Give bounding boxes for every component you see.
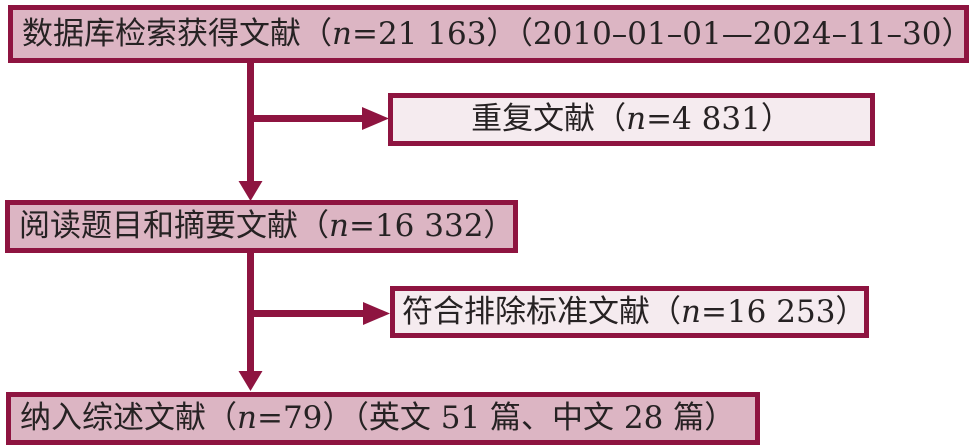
- box-duplicate-literature-text: 重复文献（: [471, 101, 627, 137]
- box-included-literature-text: 纳入综述文献（: [20, 400, 237, 436]
- box-database-search-label: 数据库检索获得文献（n=21 163）（2010–01–01—2024–11–3…: [22, 15, 973, 52]
- box-excluded-literature: 符合排除标准文献（n=16 253）: [390, 286, 869, 338]
- arrowhead-screening-to-included: [238, 371, 263, 391]
- box-title-abstract-screening-label: 阅读题目和摘要文献（n=16 332）: [19, 211, 514, 242]
- box-database-search: 数据库检索获得文献（n=21 163）（2010–01–01—2024–11–3…: [8, 5, 973, 63]
- box-included-literature: 纳入综述文献（n=79）（英文 51 篇、中文 28 篇）: [6, 392, 760, 445]
- box-included-literature-label: 纳入综述文献（n=79）（英文 51 篇、中文 28 篇）: [20, 403, 735, 434]
- n-variable: n: [681, 293, 701, 330]
- box-title-abstract-screening: 阅读题目和摘要文献（n=16 332）: [5, 200, 518, 253]
- box-title-abstract-screening-count: =16 332）: [348, 208, 515, 244]
- arrowhead-branch-excluded: [363, 302, 390, 325]
- n-variable: n: [332, 15, 352, 52]
- box-excluded-literature-label: 符合排除标准文献（n=16 253）: [402, 293, 867, 330]
- n-variable: n: [237, 400, 257, 436]
- box-duplicate-literature-count: =4 831）: [646, 101, 792, 137]
- n-variable: n: [329, 208, 349, 244]
- box-included-literature-count: =79）（英文 51 篇、中文 28 篇）: [256, 400, 736, 436]
- arrowhead-dbsearch-to-screening: [238, 181, 263, 201]
- n-variable: n: [626, 101, 647, 137]
- box-duplicate-literature-label: 重复文献（n=4 831）: [471, 104, 792, 135]
- box-database-search-text: 数据库检索获得文献（: [22, 15, 332, 52]
- box-duplicate-literature: 重复文献（n=4 831）: [388, 93, 875, 146]
- box-title-abstract-screening-text: 阅读题目和摘要文献（: [19, 208, 329, 244]
- box-database-search-count: =21 163）（2010–01–01—2024–11–30）: [351, 15, 973, 52]
- box-excluded-literature-count: =16 253）: [700, 293, 867, 330]
- arrowhead-branch-duplicates: [362, 107, 389, 130]
- box-excluded-literature-text: 符合排除标准文献（: [402, 293, 681, 330]
